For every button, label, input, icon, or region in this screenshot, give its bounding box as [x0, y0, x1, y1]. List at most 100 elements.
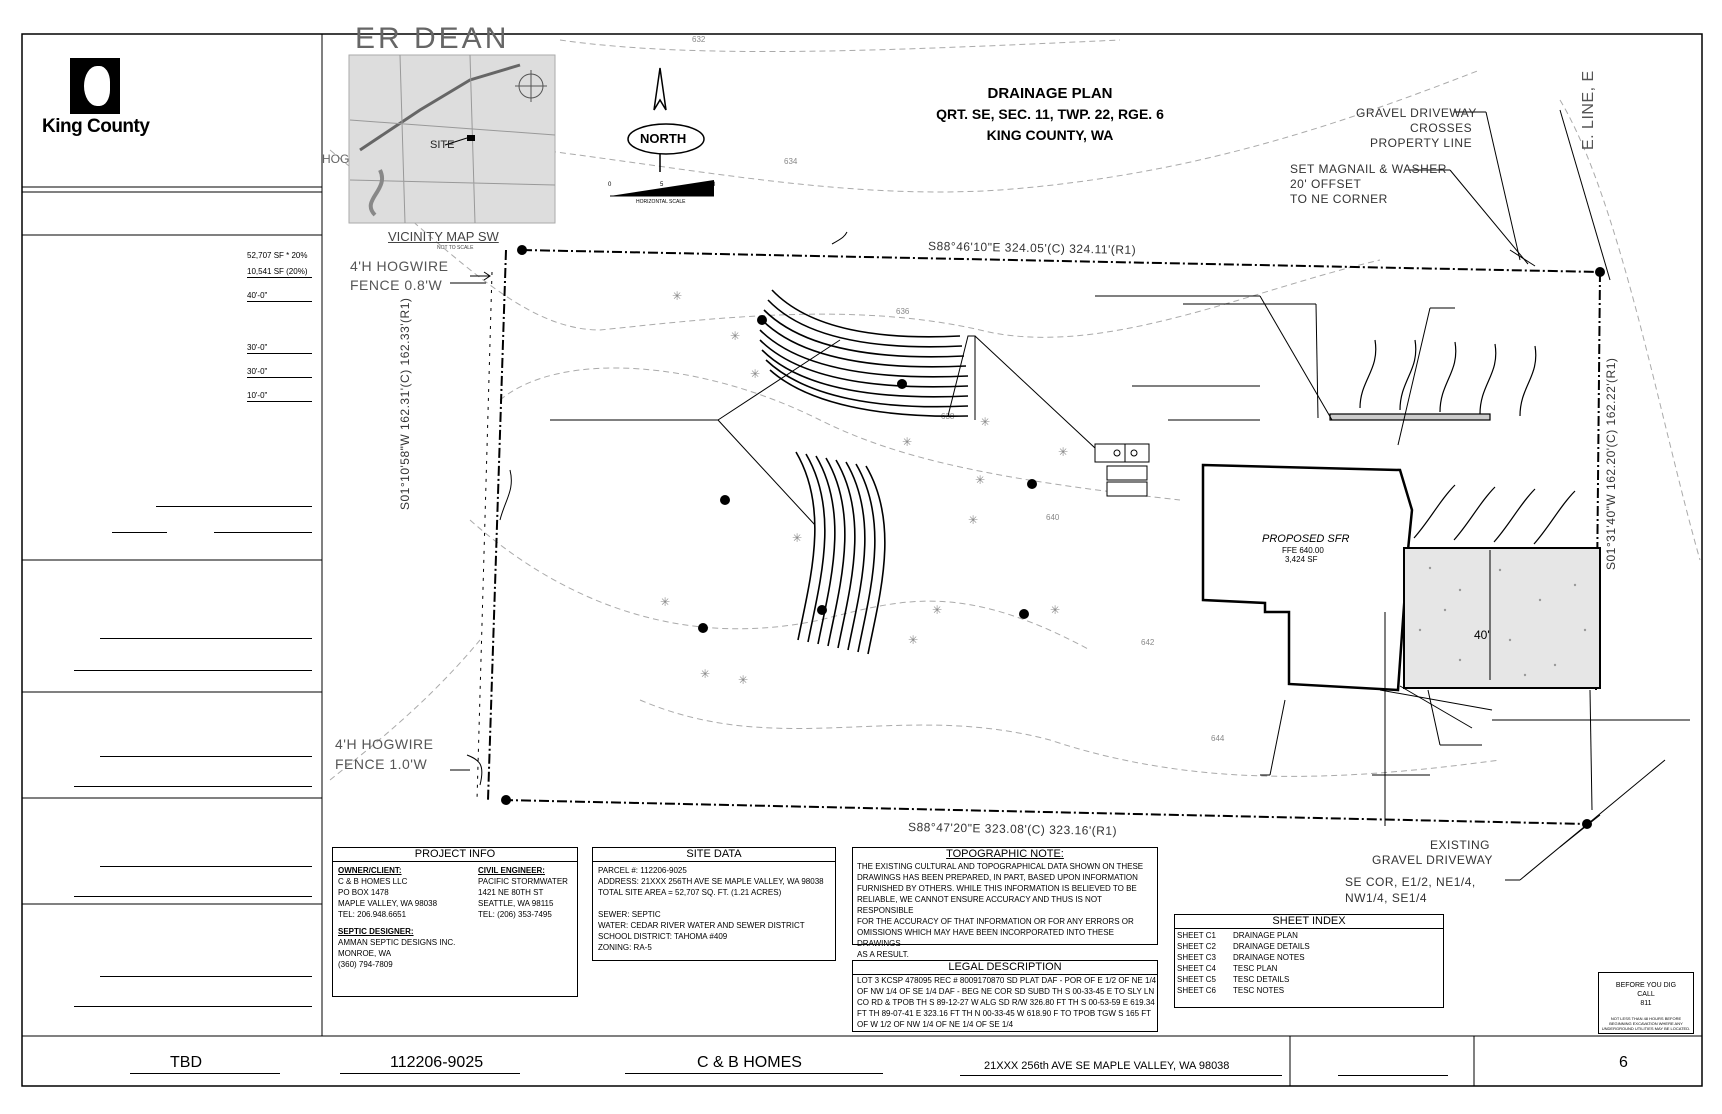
site-data-line: WATER: CEDAR RIVER WATER AND SEWER DISTR… — [598, 921, 805, 930]
vicinity-scale-note: NOT TO SCALE — [437, 245, 474, 251]
drainfield-upper — [759, 289, 969, 417]
property-corner — [501, 795, 511, 805]
sheet-index-heading: SHEET INDEX — [1175, 915, 1443, 929]
septic-line: AMMAN SEPTIC DESIGNS INC. — [338, 938, 456, 947]
svg-text:✳: ✳ — [672, 289, 682, 303]
legal-line: LOT 3 KCSP 478095 REC # 8009170870 SD PL… — [857, 976, 1157, 985]
contour-label: 644 — [1211, 734, 1225, 743]
area-value: 40'-0" — [247, 290, 312, 302]
drainfield-lower — [795, 451, 886, 655]
engineer-line: SEATTLE, WA 98115 — [478, 899, 554, 908]
legal-line: CO RD & TPOB TH S 89-12-27 W ALG SD R/W … — [857, 998, 1155, 1007]
engineer-line: 1421 NE 80TH ST — [478, 888, 544, 897]
legal-description-box: LEGAL DESCRIPTION LOT 3 KCSP 478095 REC … — [852, 960, 1158, 1032]
hog-fragment: HOG — [322, 152, 350, 166]
site-data-line: ZONING: RA-5 — [598, 943, 652, 952]
north-arrow-icon — [627, 67, 705, 172]
engineer-heading: CIVIL ENGINEER: — [478, 866, 545, 875]
magnail-note: 20' OFFSET — [1290, 177, 1362, 191]
svg-text:✳: ✳ — [932, 603, 942, 617]
engineer-line: PACIFIC STORMWATER — [478, 877, 568, 886]
before-you-dig-box: BEFORE YOU DIG CALL 811 NOT LESS THAN 48… — [1598, 972, 1694, 1034]
dig-line: 811 — [1640, 1000, 1652, 1007]
property-corner — [1595, 267, 1605, 277]
existing-drive-note: GRAVEL DRIVEWAY — [1372, 853, 1493, 867]
tree-symbols: ✳✳✳ ✳✳✳ ✳✳✳ ✳✳✳ ✳✳✳ — [660, 289, 1068, 687]
owner-line: MAPLE VALLEY, WA 98038 — [338, 899, 438, 908]
fence-note-bottom: FENCE 1.0'W — [335, 756, 428, 772]
dig-fine: UNDERGROUND UTILITIES MAY BE LOCATED. — [1601, 1026, 1691, 1031]
svg-text:✳: ✳ — [975, 473, 985, 487]
existing-drive-note: EXISTING — [1430, 838, 1491, 852]
dig-line: BEFORE YOU DIG — [1615, 982, 1677, 989]
project-info-box: PROJECT INFO OWNER/CLIENT: C & B HOMES L… — [332, 847, 578, 997]
vicinity-caption: VICINITY MAP SW — [388, 229, 499, 244]
topo-note-line: FOR THE ACCURACY OF THAT INFORMATION OR … — [857, 917, 1134, 926]
area-value: 52,707 SF * 20% — [247, 251, 308, 260]
fence-note-top: FENCE 0.8'W — [350, 277, 443, 293]
site-data-heading: SITE DATA — [593, 848, 835, 862]
scale-tick: 5 — [660, 182, 664, 188]
footer-address: 21XXX 256th AVE SE MAPLE VALLEY, WA 9803… — [984, 1060, 1230, 1072]
footer-parcel: 112206-9025 — [390, 1054, 484, 1071]
owner-heading: OWNER/CLIENT: — [338, 866, 402, 875]
area-value: 10,541 SF (20%) — [247, 266, 312, 278]
project-info-heading: PROJECT INFO — [333, 848, 577, 862]
scale-caption: HORIZONTAL SCALE — [636, 199, 686, 205]
contour-label: 636 — [896, 307, 910, 316]
septic-tank — [1094, 443, 1150, 497]
magnail-note: TO NE CORNER — [1290, 192, 1388, 206]
west-bearing: S01°10'58"W 162.31'(C) 162.33'(R1) — [398, 297, 412, 510]
septic-line: (360) 794-7809 — [338, 960, 393, 969]
svg-text:✳: ✳ — [700, 667, 710, 681]
fence-note-top: 4'H HOGWIRE — [350, 258, 449, 274]
area-value: 10'-0" — [247, 390, 312, 402]
site-data-box: SITE DATA PARCEL #: 112206-9025 ADDRESS:… — [592, 847, 836, 961]
svg-text:✳: ✳ — [738, 673, 748, 687]
contour-label: 640 — [1046, 513, 1060, 522]
topo-note-line: OMISSIONS WHICH MAY HAVE BEEN INCORPORAT… — [857, 928, 1114, 948]
building-ffe: FFE 640.00 — [1282, 546, 1324, 555]
area-value: 30'-0" — [247, 342, 312, 354]
area-value: 30'-0" — [247, 366, 312, 378]
svg-text:✳: ✳ — [792, 531, 802, 545]
east-bearing: S01°31'40"W 162.20'(C) 162.22'(R1) — [1604, 357, 1618, 570]
svg-text:✳: ✳ — [980, 415, 990, 429]
svg-text:✳: ✳ — [730, 329, 740, 343]
building-area: 3,424 SF — [1285, 555, 1318, 564]
scale-tick: 0 — [608, 182, 612, 188]
topo-note-line: THE EXISTING CULTURAL AND TOPOGRAPHICAL … — [857, 862, 1144, 871]
legal-line: OF W 1/2 OF NW 1/4 OF NE 1/4 OF SE 1/4 — [857, 1020, 1014, 1029]
svg-text:✳: ✳ — [902, 435, 912, 449]
site-data-line: ADDRESS: 21XXX 256TH AVE SE MAPLE VALLEY… — [598, 877, 824, 886]
site-data-line: TOTAL SITE AREA = 52,707 SQ. FT. (1.21 A… — [598, 888, 782, 897]
property-boundary — [487, 249, 1601, 825]
magnail-note: SET MAGNAIL & WASHER — [1290, 162, 1447, 176]
dig-fine: BEGINNING EXCAVATION WHERE ANY — [1609, 1021, 1683, 1026]
septic-line: MONROE, WA — [338, 949, 392, 958]
vicinity-map — [348, 54, 556, 224]
scale-bar — [610, 180, 714, 197]
svg-text:✳: ✳ — [750, 367, 760, 381]
engineer-line: TEL: (206) 353-7495 — [478, 910, 552, 919]
topographic-note-box: TOPOGRAPHIC NOTE: THE EXISTING CULTURAL … — [852, 847, 1158, 959]
svg-text:✳: ✳ — [968, 513, 978, 527]
se-corner-note: SE COR, E1/2, NE1/4, — [1345, 875, 1476, 889]
test-pits — [698, 315, 1037, 633]
driveway-dimension: 40' — [1474, 628, 1490, 642]
scale-tick: 8 — [712, 182, 716, 188]
dig-line: CALL — [1637, 991, 1655, 998]
topo-note-line: AS A RESULT. — [857, 950, 909, 959]
legal-heading: LEGAL DESCRIPTION — [853, 961, 1157, 975]
building-label: PROPOSED SFR — [1262, 533, 1350, 545]
location-line1: QRT. SE, SEC. 11, TWP. 22, RGE. 6 — [936, 106, 1164, 122]
footer-owner: C & B HOMES — [697, 1054, 802, 1071]
drawing-title: DRAINAGE PLAN — [987, 85, 1113, 102]
east-line-label: E. LINE, E — [1580, 70, 1597, 150]
